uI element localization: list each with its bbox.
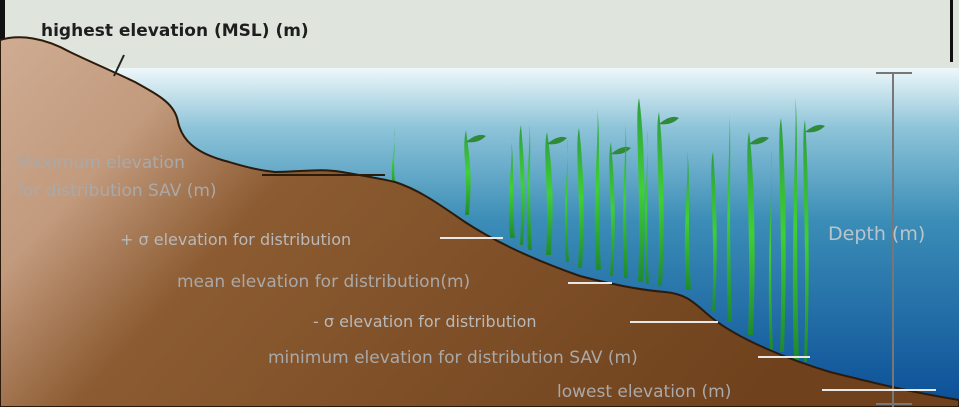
seagrass-blade: [779, 118, 786, 352]
seagrass-leaf: [547, 136, 567, 145]
seagrass-blade: [637, 98, 645, 282]
sky-band: [0, 0, 959, 70]
max-elevation-label-line1: Maximum elevation: [17, 153, 185, 173]
label-leader-lines: [440, 237, 936, 391]
seagrass-blade: [747, 132, 755, 335]
minus-sigma-label: - σ elevation for distribution: [313, 312, 537, 331]
seagrass-blade: [644, 130, 649, 284]
highest-leader-line: [113, 54, 125, 77]
seagrass-leaf: [466, 134, 486, 143]
plus-sigma-label: + σ elevation for distribution: [120, 230, 351, 249]
seagrass-blade: [803, 120, 809, 362]
depth-label: Depth (m): [828, 223, 925, 245]
depth-bar: [876, 72, 912, 407]
seagrass-blade: [519, 125, 525, 245]
sediment-slope: [0, 36, 959, 407]
mean-elevation-label: mean elevation for distribution(m): [177, 272, 470, 292]
lowest-elevation-label: lowest elevation (m): [557, 382, 731, 402]
right-edge-line: [950, 0, 953, 62]
seagrass-plants: [391, 96, 825, 362]
seagrass-blade: [768, 150, 773, 350]
seagrass-blade: [622, 118, 628, 278]
seagrass-blade: [684, 150, 691, 290]
seagrass-blade: [508, 140, 515, 238]
minimum-elevation-label: minimum elevation for distribution SAV (…: [268, 348, 638, 368]
highest-elevation-label: highest elevation (MSL) (m): [41, 21, 309, 41]
seagrass-leaf: [805, 124, 825, 133]
max-elevation-label-line2: for distribution SAV (m): [17, 181, 217, 201]
seagrass-leaf: [659, 116, 679, 125]
seagrass-blade: [711, 152, 717, 312]
seagrass-blade: [577, 128, 584, 268]
left-edge-line: [0, 0, 5, 60]
seagrass-blade: [545, 132, 553, 255]
seagrass-blade: [657, 112, 664, 286]
seagrass-blade: [526, 118, 532, 250]
seagrass-blade: [792, 96, 799, 360]
seagrass-blade: [726, 108, 732, 322]
seagrass-blade: [464, 130, 471, 215]
seagrass-blade: [564, 138, 569, 262]
seagrass-leaf: [749, 136, 769, 145]
seagrass-blade: [609, 142, 615, 276]
seagrass-blade: [594, 108, 601, 270]
seagrass-blade: [391, 128, 396, 190]
